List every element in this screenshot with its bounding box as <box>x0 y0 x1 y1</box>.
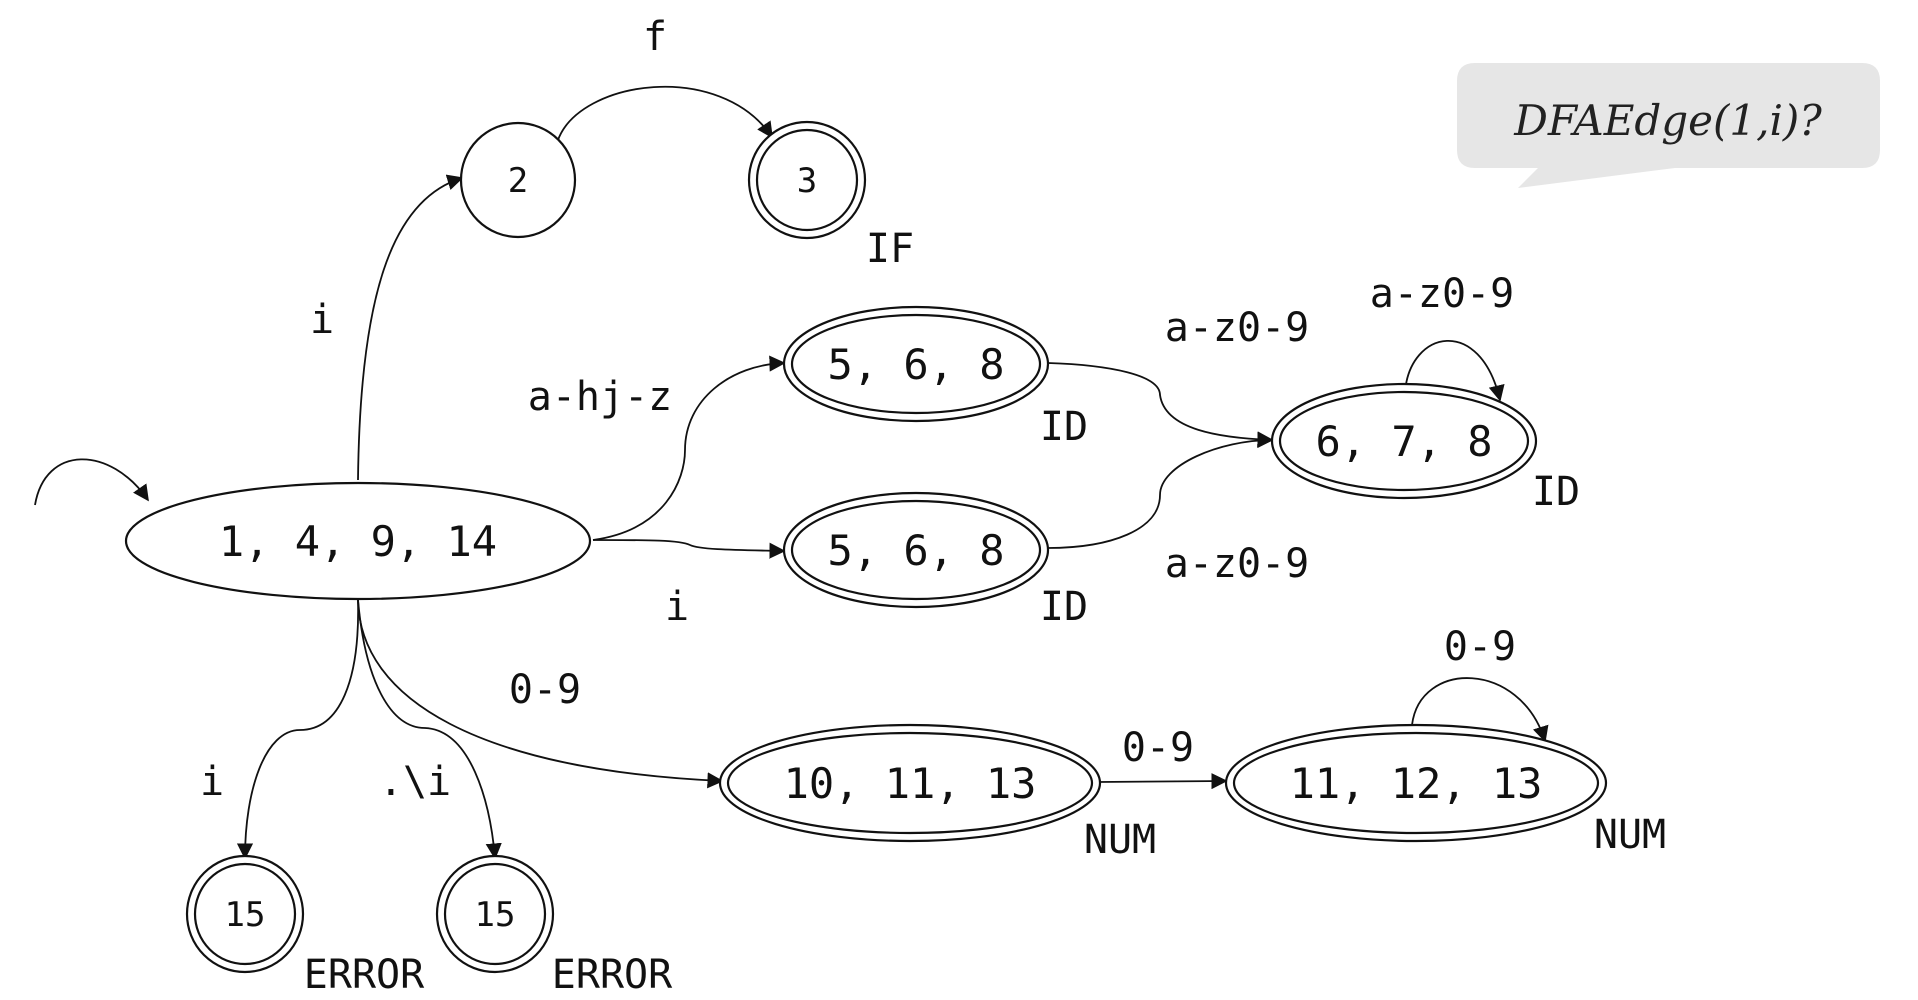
edge-start-to-id-a <box>592 355 786 541</box>
state-id-loop-label: 6, 7, 8 <box>1315 417 1492 466</box>
edge-2-to-3 <box>557 85 773 141</box>
token-label-err-b: ERROR <box>552 952 673 998</box>
state-2: 2 <box>459 121 577 239</box>
state-err-a-label: 15 <box>225 895 266 935</box>
token-label-err-a: ERROR <box>304 952 425 998</box>
edge-label-num-b-self: 0-9 <box>1444 624 1516 670</box>
edges <box>34 85 1549 860</box>
callout-text: DFAEdge(1,i)? <box>1513 96 1822 145</box>
state-3-label: 3 <box>797 161 817 201</box>
token-label-id-b: ID <box>1040 584 1088 630</box>
edge-label-start-to-id-a: a-hj-z <box>528 374 673 420</box>
edge-start-to-id-b <box>592 539 786 559</box>
state-start-label: 1, 4, 9, 14 <box>219 517 497 566</box>
state-num-b: 11, 12, 13 <box>1224 723 1608 843</box>
edge-label-id-a-to-loop: a-z0-9 <box>1165 305 1310 351</box>
state-id-loop: 6, 7, 8 <box>1270 382 1538 500</box>
state-num-a-label: 10, 11, 13 <box>784 759 1037 808</box>
state-id-a: 5, 6, 8 <box>782 305 1050 423</box>
edge-id-a-to-loop <box>1047 362 1274 448</box>
edge-id-b-to-loop <box>1047 431 1274 549</box>
initial-edge <box>34 458 149 506</box>
token-label-num-b: NUM <box>1594 812 1666 858</box>
callout-bubble: DFAEdge(1,i)? <box>1457 63 1880 188</box>
token-label-num-a: NUM <box>1084 817 1156 863</box>
edge-start-to-err-b <box>357 599 502 860</box>
edge-label-start-to-id-b: i <box>665 584 689 630</box>
token-label-id-loop: ID <box>1532 469 1580 515</box>
edge-num-b-self <box>1411 677 1549 743</box>
edge-start-to-2 <box>357 174 464 481</box>
state-2-label: 2 <box>508 161 528 201</box>
token-label-if: IF <box>866 226 914 272</box>
state-num-a: 10, 11, 13 <box>718 723 1102 843</box>
state-start: 1, 4, 9, 14 <box>124 481 592 601</box>
edge-label-id-b-to-loop: a-z0-9 <box>1165 541 1310 587</box>
state-num-b-label: 11, 12, 13 <box>1290 759 1543 808</box>
edge-num-a-to-num-b <box>1097 773 1228 790</box>
edge-label-2-to-3: f <box>643 14 667 60</box>
state-id-b-label: 5, 6, 8 <box>827 526 1004 575</box>
state-id-b: 5, 6, 8 <box>782 491 1050 609</box>
state-err-b: 15 <box>435 854 555 974</box>
edge-label-start-to-err-b: .\i <box>379 759 451 805</box>
edge-start-to-err-a <box>236 599 359 860</box>
edge-loop-self <box>1404 340 1505 402</box>
edge-label-start-to-num: 0-9 <box>509 667 581 713</box>
state-err-a: 15 <box>185 854 305 974</box>
state-3: 3 <box>747 120 867 240</box>
state-id-a-label: 5, 6, 8 <box>827 340 1004 389</box>
edge-label-loop-self: a-z0-9 <box>1370 271 1515 317</box>
edge-label-num-a-to-num-b: 0-9 <box>1122 725 1194 771</box>
state-err-b-label: 15 <box>475 895 516 935</box>
token-label-id-a: ID <box>1040 404 1088 450</box>
edge-start-to-num <box>357 599 724 789</box>
edge-label-start-to-2: i <box>310 297 334 343</box>
edge-label-start-to-err-a: i <box>200 759 224 805</box>
